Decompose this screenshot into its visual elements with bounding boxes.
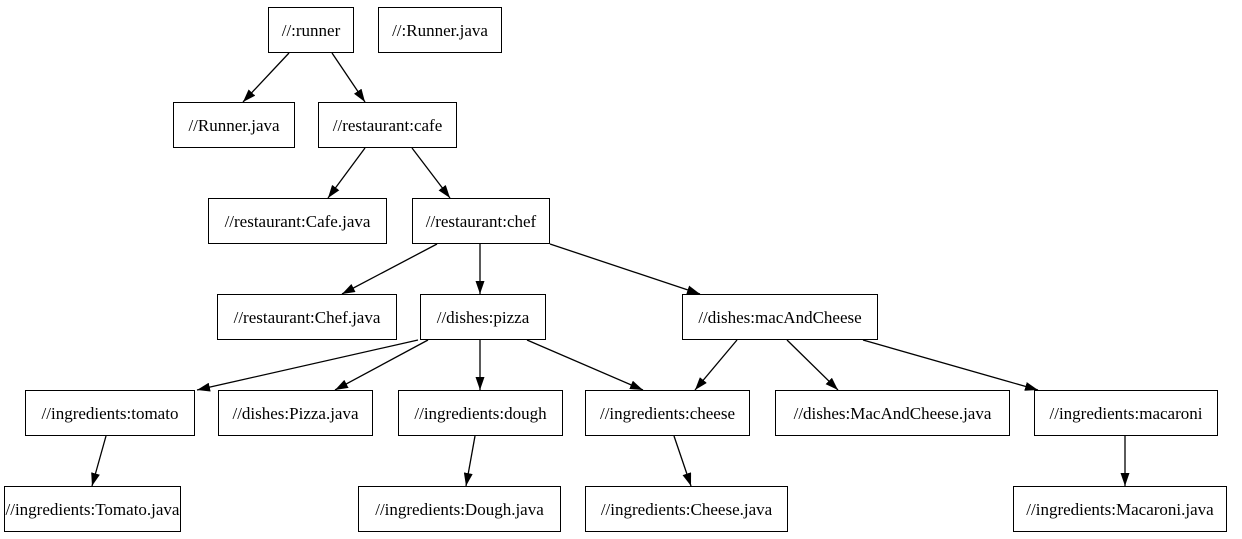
graph-edge-dough-to-dough-java (463, 435, 476, 487)
graph-edge-mac-and-cheese-to-macaroni (862, 339, 1039, 391)
graph-edge-cafe-to-cafe-java (327, 147, 366, 199)
graph-edge-chef-to-mac-and-cheese (549, 243, 701, 295)
graph-edge-chef-to-chef-java (341, 243, 438, 295)
graph-node-macaroni-java: //ingredients:Macaroni.java (1013, 486, 1227, 532)
graph-node-cafe: //restaurant:cafe (318, 102, 457, 148)
graph-edge-runner-to-cafe (331, 52, 366, 103)
graph-node-dough-java: //ingredients:Dough.java (358, 486, 561, 532)
graph-node-cafe-java: //restaurant:Cafe.java (208, 198, 387, 244)
graph-node-chef: //restaurant:chef (412, 198, 550, 244)
graph-node-dough: //ingredients:dough (398, 390, 563, 436)
graph-node-cheese-java: //ingredients:Cheese.java (585, 486, 788, 532)
graph-node-tomato-java: //ingredients:Tomato.java (4, 486, 181, 532)
graph-node-cheese: //ingredients:cheese (585, 390, 750, 436)
graph-edge-pizza-to-cheese (526, 339, 644, 391)
graph-edge-tomato-to-tomato-java (91, 435, 107, 487)
graph-edge-runner-to-runner-java (242, 52, 290, 103)
graph-edge-pizza-to-pizza-java (334, 339, 429, 391)
graph-node-macaroni: //ingredients:macaroni (1034, 390, 1218, 436)
graph-edge-mac-and-cheese-to-mac-and-cheese-java (786, 339, 839, 391)
graph-node-mac-and-cheese: //dishes:macAndCheese (682, 294, 878, 340)
graph-node-pizza-java: //dishes:Pizza.java (218, 390, 373, 436)
graph-node-chef-java: //restaurant:Chef.java (217, 294, 397, 340)
graph-node-mac-and-cheese-java: //dishes:MacAndCheese.java (775, 390, 1010, 436)
graph-node-runner: //:runner (268, 7, 354, 53)
graph-node-runner-java: //Runner.java (173, 102, 295, 148)
graph-node-runner-java-file: //:Runner.java (378, 7, 502, 53)
graph-edge-cafe-to-chef (411, 147, 451, 199)
graph-edge-cheese-to-cheese-java (673, 435, 692, 487)
graph-edge-mac-and-cheese-to-cheese (694, 339, 738, 391)
graph-edge-pizza-to-tomato (196, 339, 419, 392)
graph-node-tomato: //ingredients:tomato (25, 390, 195, 436)
graph-node-pizza: //dishes:pizza (420, 294, 546, 340)
